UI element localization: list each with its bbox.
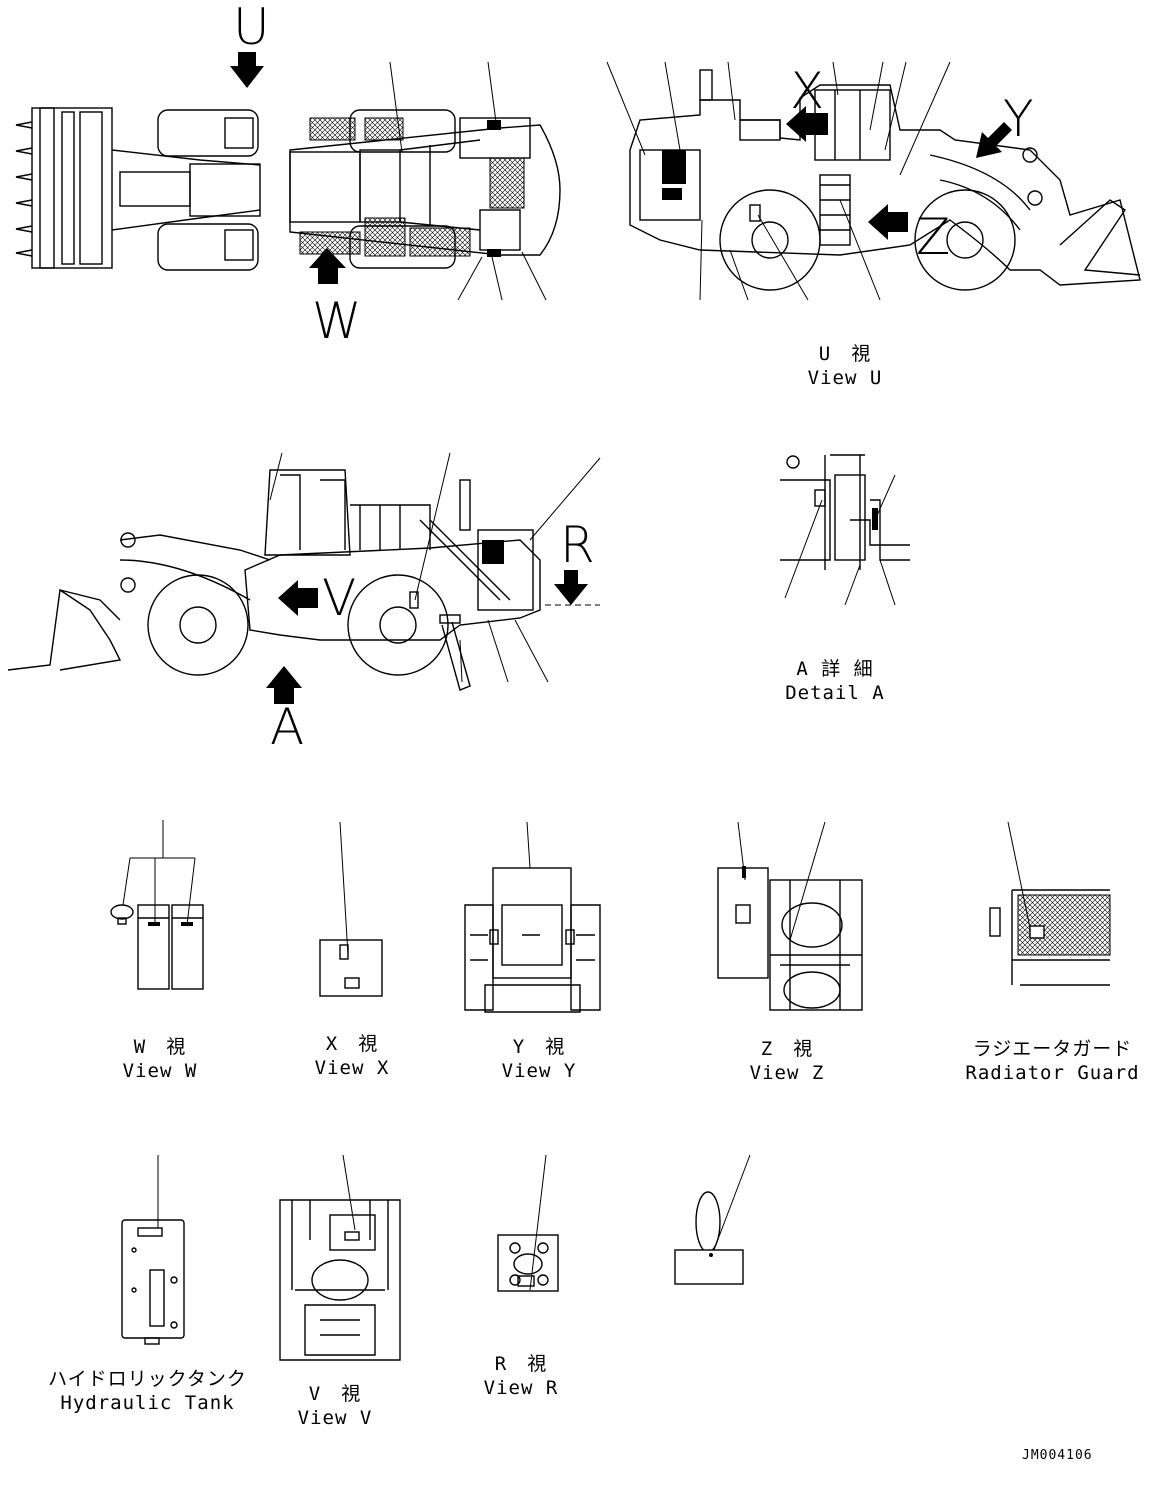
detail-a-drawing [780, 454, 910, 606]
view-v-drawing [279, 1154, 401, 1361]
arrow-z-letter: Z [916, 208, 951, 266]
label-plate-drawing [674, 1154, 751, 1285]
arrow-z-icon [868, 204, 908, 240]
view-y-drawing [464, 821, 601, 1013]
arrow-x-icon [786, 106, 828, 142]
hydraulic-tank-drawing [121, 1155, 185, 1345]
arrow-a-letter: A [270, 698, 305, 756]
view-w-drawing [110, 820, 204, 990]
rear-side-view-drawing [606, 61, 1141, 301]
arrow-v-icon [278, 580, 318, 616]
arrow-r-letter: R [560, 516, 595, 574]
arrow-w-letter: W [312, 292, 362, 350]
arrow-x-letter: X [790, 62, 825, 120]
arrow-w-icon [309, 248, 346, 284]
arrow-v-letter: V [322, 569, 357, 627]
radiator-guard-drawing [989, 821, 1111, 986]
arrow-y-icon [976, 122, 1012, 158]
view-z-drawing [717, 821, 863, 1011]
arrow-a-icon [266, 666, 302, 704]
view-x-drawing [319, 821, 383, 997]
arrow-u-letter: U [233, 0, 270, 56]
view-r-drawing [497, 1154, 559, 1292]
drawing-code: JM004106 [1022, 1448, 1093, 1463]
arrow-r-icon [554, 570, 588, 605]
arrow-u-icon [230, 52, 264, 88]
arrow-y-letter: Y [1003, 90, 1034, 148]
top-view-drawing [15, 61, 561, 301]
left-side-view-drawing [7, 452, 601, 691]
